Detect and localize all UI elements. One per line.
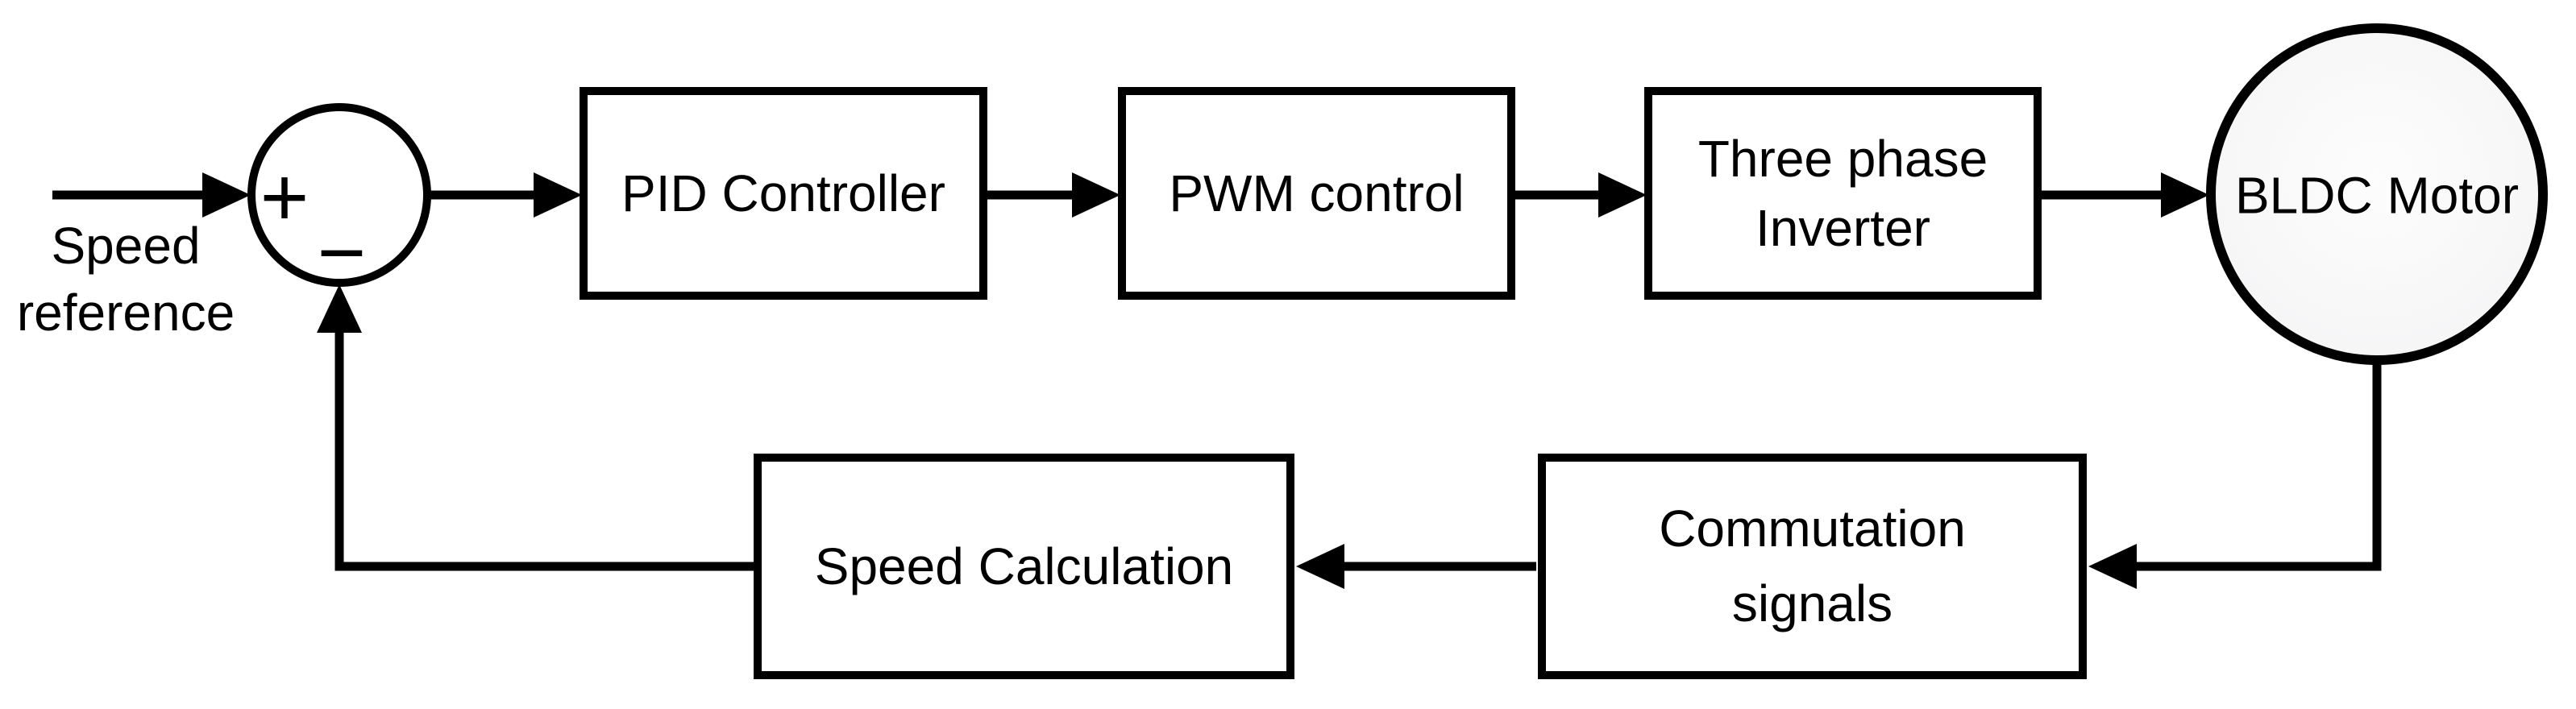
block-speed-calculation: Speed Calculation — [754, 454, 1294, 679]
speed-reference-label: Speed reference — [17, 213, 235, 346]
sum-plus-sign: + — [260, 151, 310, 244]
arrowhead-bldc-to-commutation — [2088, 544, 2137, 589]
arrowhead-inverter-to-bldc — [2161, 172, 2209, 218]
arrowhead-sum-to-pid — [534, 172, 582, 218]
block-inverter-label-line2: Inverter — [1755, 199, 1930, 257]
block-three-phase-inverter: Three phase Inverter — [1644, 87, 2042, 300]
block-speedcalc-label: Speed Calculation — [814, 537, 1234, 595]
sum-minus-sign: − — [317, 206, 367, 300]
summing-junction-circle — [247, 103, 431, 287]
block-pwm-control: PWM control — [1118, 87, 1515, 300]
speed-reference-line1: Speed — [51, 216, 201, 275]
block-commutation-label-line1: Commutation — [1659, 500, 1966, 558]
block-pid-label: PID Controller — [621, 164, 945, 222]
bldc-motor-label: BLDC Motor — [2234, 166, 2520, 225]
speed-reference-line2: reference — [16, 284, 235, 342]
block-pwm-label: PWM control — [1169, 164, 1465, 222]
arrowhead-commutation-to-speedcalc — [1296, 544, 1344, 589]
block-inverter-label-line1: Three phase — [1697, 129, 1988, 188]
block-commutation-label-line2: signals — [1731, 574, 1893, 632]
arrowhead-feedback-up — [317, 284, 362, 333]
block-commutation-signals: Commutation signals — [1538, 454, 2087, 679]
arrowhead-input — [202, 172, 251, 218]
arrowhead-pwm-to-inverter — [1598, 172, 1647, 218]
block-pid-controller: PID Controller — [580, 87, 987, 300]
arrowhead-pid-to-pwm — [1072, 172, 1120, 218]
wire-speedcalc-to-sum — [334, 330, 756, 571]
wire-bldc-to-commutation — [2135, 359, 2382, 571]
